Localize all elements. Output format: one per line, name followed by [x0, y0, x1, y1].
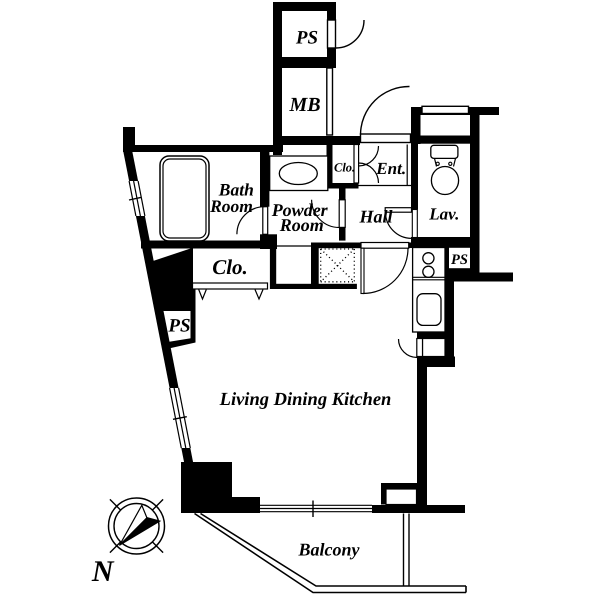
- svg-text:Room: Room: [279, 215, 324, 235]
- svg-text:MB: MB: [288, 94, 320, 116]
- svg-text:PS: PS: [295, 28, 318, 49]
- svg-text:PS: PS: [451, 252, 468, 268]
- svg-text:Lav.: Lav.: [428, 205, 459, 224]
- svg-text:Balcony: Balcony: [298, 540, 361, 560]
- svg-text:PS: PS: [167, 316, 190, 337]
- svg-text:N: N: [91, 555, 115, 588]
- svg-text:Room: Room: [209, 196, 253, 216]
- svg-text:Clo.: Clo.: [334, 161, 355, 175]
- svg-text:Bath: Bath: [218, 180, 254, 200]
- svg-text:Powder: Powder: [271, 200, 329, 220]
- svg-text:Ent.: Ent.: [375, 159, 406, 178]
- svg-text:Hall: Hall: [358, 207, 392, 227]
- svg-text:Living Dining Kitchen: Living Dining Kitchen: [219, 390, 392, 410]
- svg-text:Clo.: Clo.: [212, 255, 248, 279]
